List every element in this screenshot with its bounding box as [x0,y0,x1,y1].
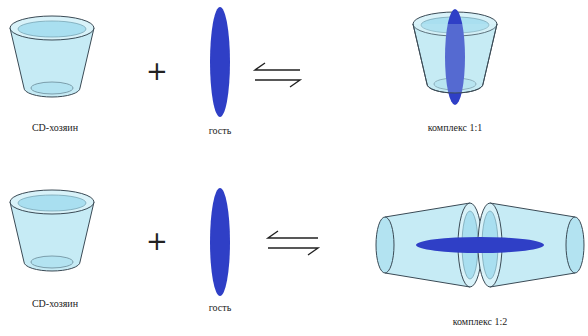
caption-label: гость [209,302,231,314]
plus-sign: + [146,56,168,87]
guest [210,7,230,117]
plus-sign: + [146,226,168,257]
cd-host [10,16,94,97]
caption-label: CD-хозяин [32,122,78,134]
complex-1-2 [376,203,584,287]
complex-1-1 [413,9,497,105]
caption-label: гость [209,125,231,137]
equilibrium-arrows [255,63,300,87]
caption-label: комплекс 1:1 [428,122,483,134]
equilibrium-arrows [268,231,318,255]
caption-label: комплекс 1:2 [453,316,508,328]
caption-label: CD-хозяин [32,298,78,310]
cd-host [10,190,94,271]
guest [210,188,230,296]
